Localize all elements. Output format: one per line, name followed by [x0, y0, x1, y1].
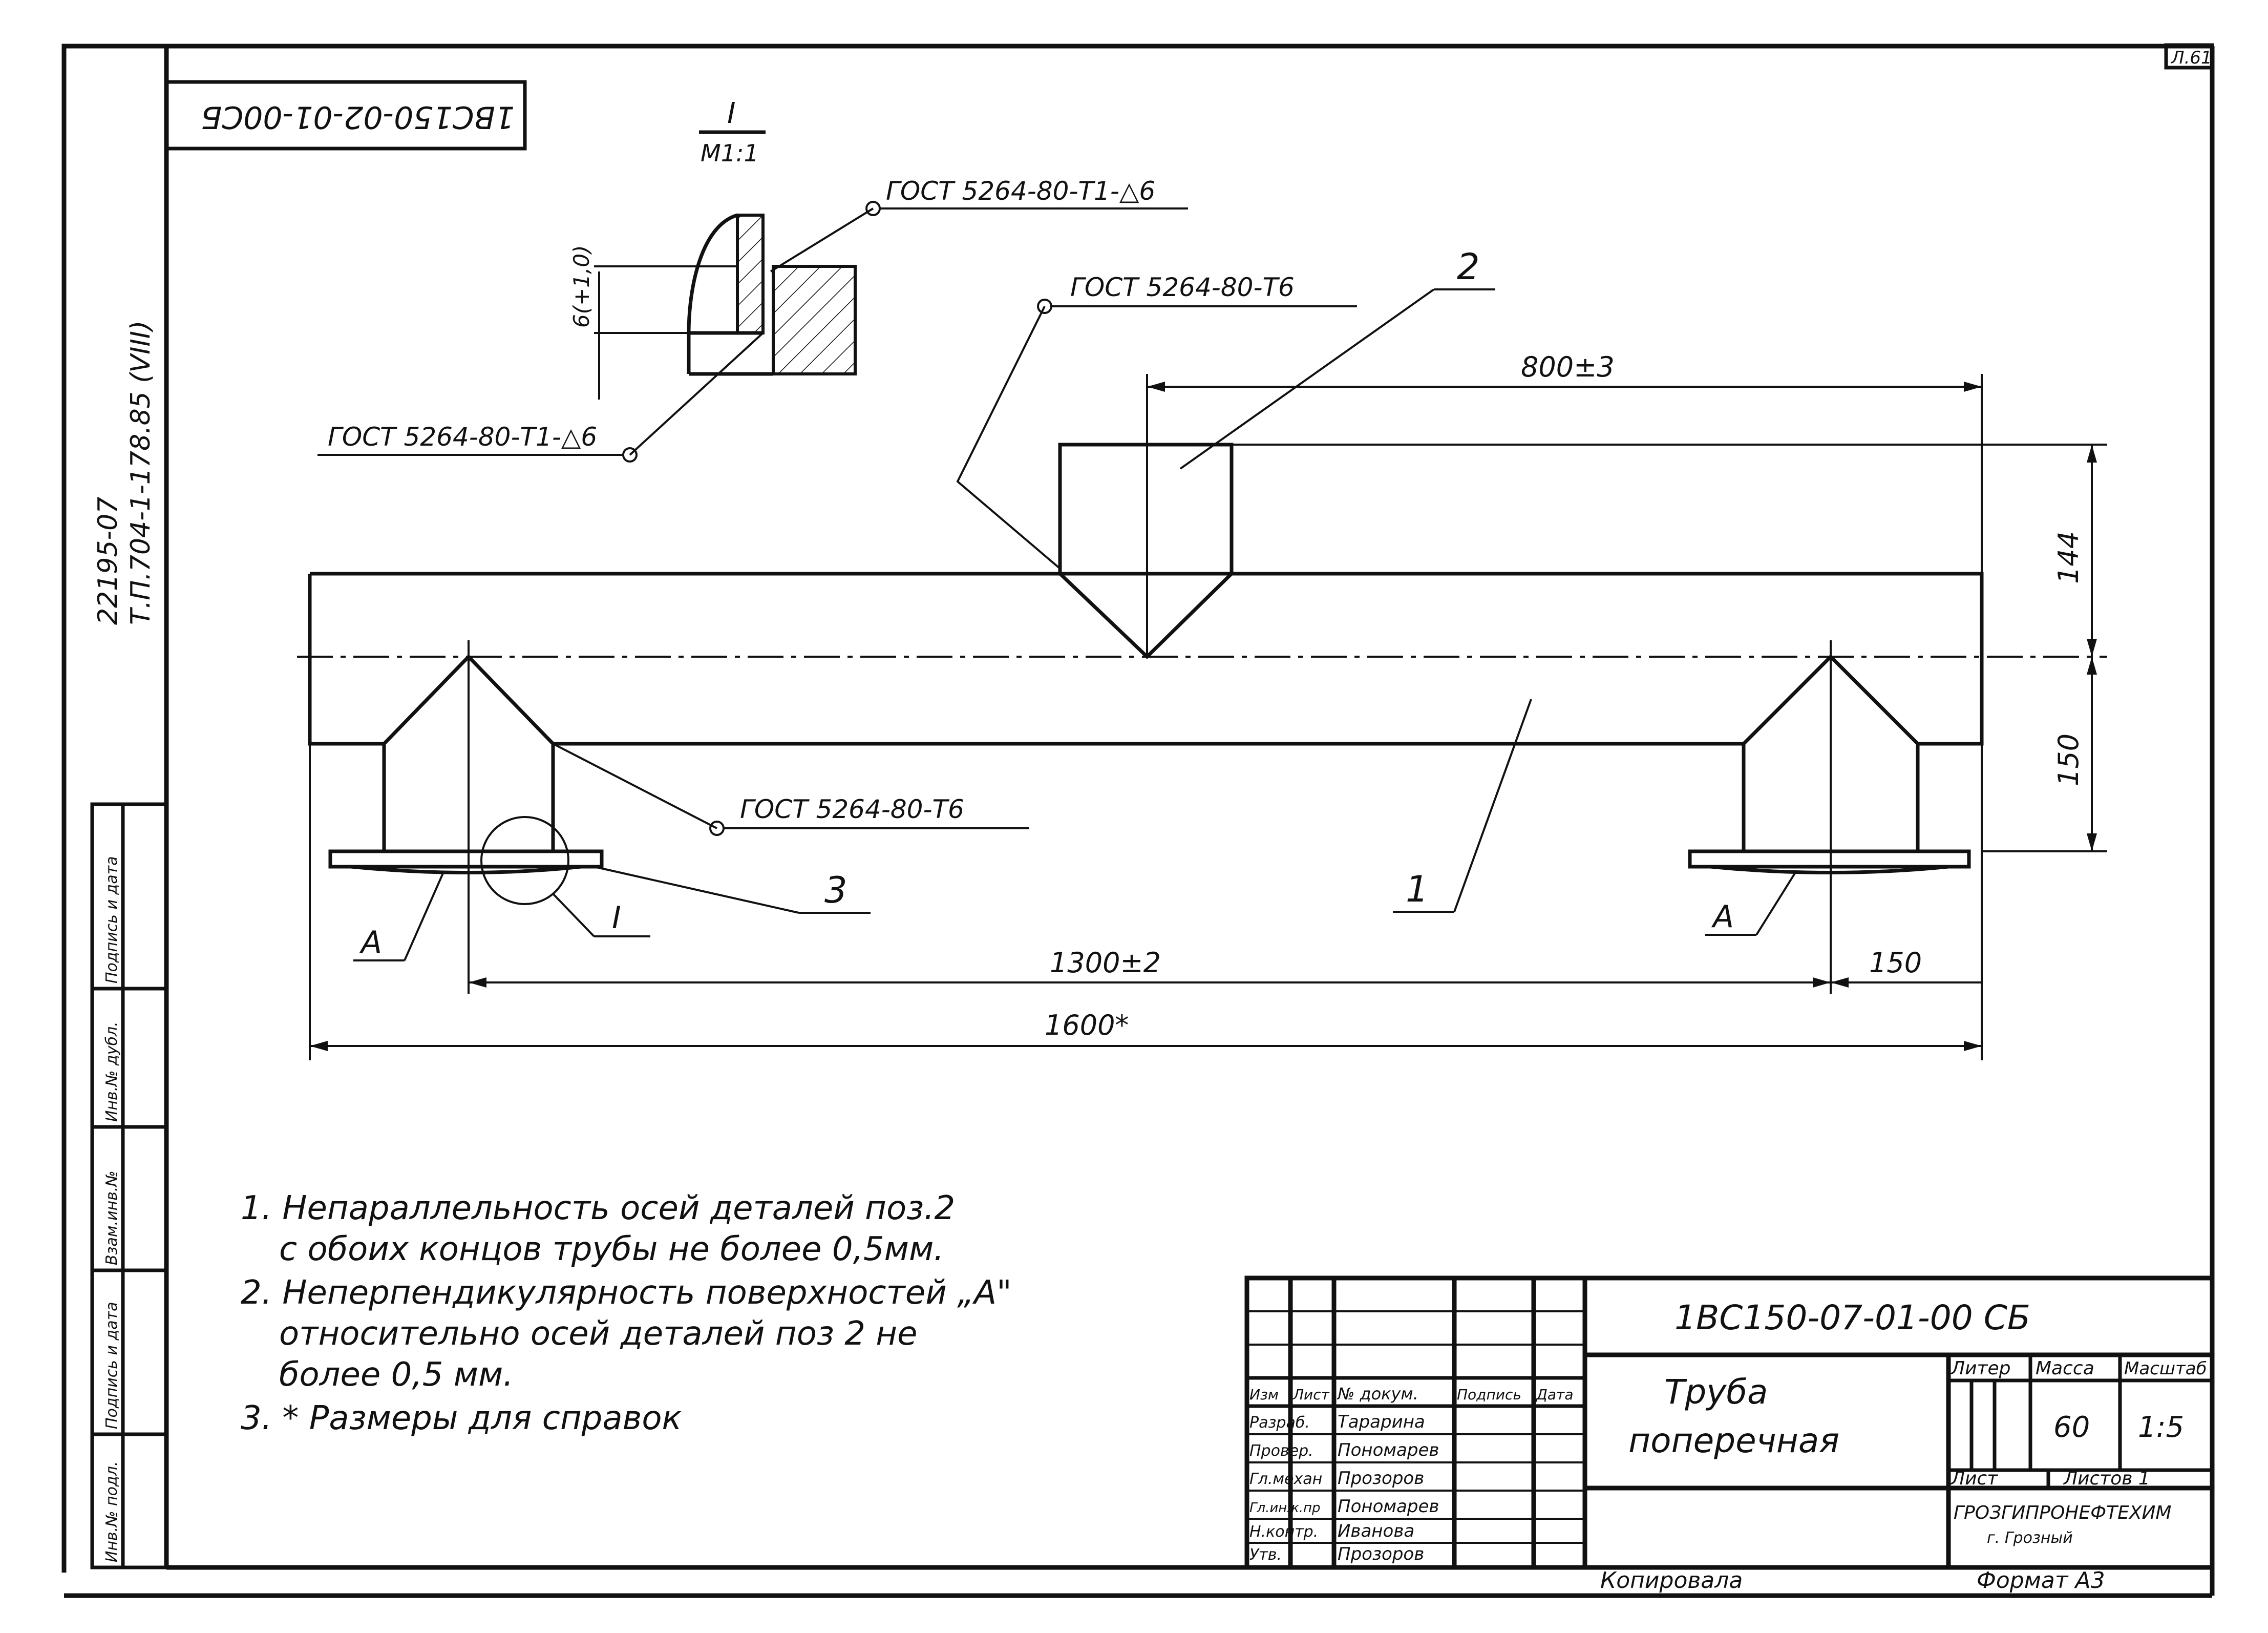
copied-by: Копировала — [1600, 1567, 1743, 1594]
weld-low: ГОСТ 5264-80-Т6 — [740, 794, 964, 824]
org-city: г. Грозный — [1987, 1529, 2073, 1547]
name-5: Иванова — [1338, 1521, 1414, 1541]
strip-label-2: Подпись и дата — [103, 1302, 121, 1430]
doc-code: 1ВС150-07-01-00 СБ — [1674, 1298, 2030, 1337]
note-line-1: 1. Непараллельность осей деталей поз.2 — [241, 1189, 955, 1227]
part-name-line2: поперечная — [1628, 1421, 1839, 1460]
title-block: 1ВС150-07-01-00 СБ Труба поперечная Изм … — [1244, 1275, 2215, 1594]
role-3: Гл.механ — [1249, 1470, 1322, 1488]
dim-1300: 1300±2 — [1050, 947, 1161, 979]
name-6: Прозоров — [1338, 1544, 1424, 1564]
scale-value: 1:5 — [2138, 1411, 2184, 1444]
name-4: Пономарев — [1338, 1496, 1439, 1517]
detail-scale: М1:1 — [701, 139, 759, 167]
surface-a-left: А — [359, 925, 382, 960]
detail-ref-label: I — [612, 900, 621, 936]
note-line-4: относительно осей деталей поз 2 не — [279, 1315, 918, 1353]
hdr-doc: № докум. — [1337, 1384, 1418, 1404]
frame: Л.61 — [61, 43, 2215, 1598]
role-4: Гл.инж.пр — [1249, 1500, 1320, 1516]
strip-label-5: Подпись и дата — [103, 856, 121, 984]
litera-label: Литер — [1950, 1358, 2010, 1379]
dimensions: 800±3 144 150 1300±2 150 1600* — [309, 351, 2107, 1060]
hdr-sign: Подпись — [1457, 1386, 1521, 1403]
side-code-1: 22195-07 — [93, 497, 123, 625]
top-stamp: 1ВС150-02-01-00СБ — [164, 80, 527, 151]
name-1: Тарарина — [1338, 1412, 1425, 1432]
detail-label: I — [727, 97, 736, 130]
dim-144: 144 — [2052, 531, 2085, 584]
sheets-label: Листов 1 — [2063, 1468, 2150, 1489]
dim-150-horizontal: 150 — [1869, 947, 1922, 979]
position-markers: 2 1 3 А А I — [353, 246, 1796, 961]
technical-notes: 1. Непараллельность осей деталей поз.2 с… — [241, 1189, 1012, 1437]
main-part — [297, 374, 2107, 994]
weld-callouts: ГОСТ 5264-80-Т1-△6 ГОСТ 5264-80-Т1-△6 ГО… — [317, 176, 1357, 836]
pos-3: 3 — [824, 869, 847, 911]
note-line-5: более 0,5 мм. — [279, 1356, 514, 1394]
detail-gap-dim: 6(+1,0) — [569, 245, 594, 328]
strip-label-4: Инв.№ дубл. — [103, 1021, 121, 1122]
role-2: Провер. — [1249, 1442, 1313, 1460]
format-label: Формат А3 — [1977, 1567, 2105, 1594]
sheet-mark: Л.61 — [2170, 48, 2212, 68]
role-1: Разраб. — [1249, 1414, 1310, 1432]
org-name: ГРОЗГИПРОНЕФТЕХИМ — [1954, 1502, 2171, 1523]
hdr-izm: Изм — [1249, 1386, 1279, 1403]
sheet-label: Лист — [1950, 1468, 1998, 1489]
name-2: Пономарев — [1338, 1440, 1439, 1460]
weld-top: ГОСТ 5264-80-Т1-△6 — [886, 176, 1155, 206]
side-codes: 22195-07 Т.П.704-1-178.85 (VIII) — [93, 321, 156, 625]
pos-2: 2 — [1457, 246, 1480, 288]
weld-mid: ГОСТ 5264-80-Т6 — [1070, 273, 1295, 302]
dim-150-vertical: 150 — [2052, 734, 2085, 786]
part-name-line1: Труба — [1664, 1372, 1768, 1412]
hdr-date: Дата — [1535, 1386, 1574, 1403]
scale-label: Масштаб — [2124, 1358, 2207, 1379]
dim-800: 800±3 — [1521, 351, 1615, 383]
note-line-3: 2. Неперпендикулярность поверхностей „А" — [241, 1274, 1012, 1312]
weld-left: ГОСТ 5264-80-Т1-△6 — [328, 422, 597, 452]
hdr-list: Лист — [1292, 1386, 1330, 1403]
role-5: Н.контр. — [1249, 1523, 1318, 1541]
pos-1: 1 — [1406, 868, 1429, 910]
top-stamp-code: 1ВС150-02-01-00СБ — [201, 99, 515, 135]
note-line-6: 3. * Размеры для справок — [241, 1399, 682, 1437]
strip-label-1: Инв.№ подл. — [103, 1461, 121, 1562]
note-line-2: с обоих концов трубы не более 0,5мм. — [279, 1230, 944, 1268]
surface-a-right: А — [1711, 899, 1734, 935]
dim-1600: 1600* — [1045, 1009, 1129, 1041]
name-3: Прозоров — [1338, 1468, 1424, 1489]
side-strip: Инв.№ подл. Подпись и дата Взам.инв.№ Ин… — [90, 802, 168, 1569]
strip-label-3: Взам.инв.№ — [103, 1170, 121, 1265]
mass-value: 60 — [2053, 1411, 2090, 1444]
side-code-2: Т.П.704-1-178.85 (VIII) — [125, 321, 156, 625]
mass-label: Масса — [2036, 1358, 2094, 1379]
detail-view: I М1:1 6(+1,0) — [569, 97, 857, 400]
role-6: Утв. — [1249, 1546, 1282, 1564]
